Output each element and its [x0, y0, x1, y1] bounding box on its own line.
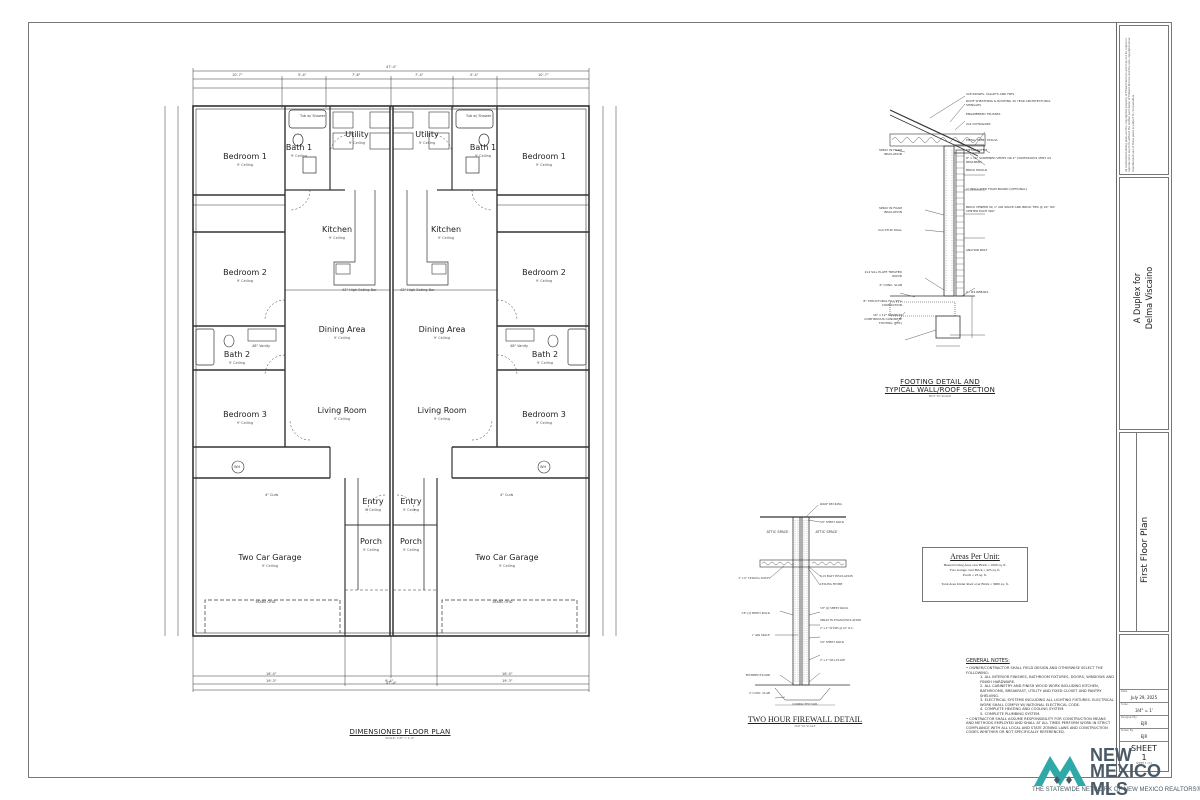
firewall-labels-left: 2" x 6" CEILING JOISTS 5/8" (2) SHEET RO…	[738, 576, 770, 695]
firewall-detail-title: TWO HOUR FIREWALL DETAIL NOT TO SCALE	[747, 715, 863, 728]
water-heater-label: WH	[540, 465, 547, 469]
title-block	[1116, 22, 1172, 778]
designed-by: EJR	[1140, 721, 1148, 726]
project-title-line1: A Duplex for	[1133, 272, 1143, 324]
footing-detail-title: FOOTING DETAIL AND TYPICAL WALL/ROOF SEC…	[884, 378, 996, 398]
sheet-scale: 3/4" = 1'	[1135, 708, 1153, 713]
top-dim: 10'-7"	[538, 73, 549, 77]
project-title-box: A Duplex for Delma Viscaino	[1119, 177, 1169, 430]
sheet-of: SHEET 1 of 5	[1135, 762, 1153, 765]
bottom-dim: 16'-0"	[266, 672, 277, 676]
vanity-label: 48" Vanity	[510, 344, 529, 348]
attic-space-right: ATTIC SPACE	[815, 530, 838, 534]
bottom-sub-dim: 19'-3"	[266, 679, 277, 683]
vanity-label: 48" Vanity	[252, 344, 271, 348]
eating-bar-label: 42" High Eating Bar	[400, 288, 435, 292]
overall-width-dim: 47'-4"	[386, 65, 397, 69]
top-dim: 5'-4"	[470, 73, 479, 77]
water-heater-label: WH	[234, 465, 241, 469]
general-notes-title: GENERAL NOTES:	[966, 658, 1010, 664]
eating-bar-label: 42" High Eating Bar	[342, 288, 377, 292]
sheet-info-box: Date: July 29, 2025 Scale: 3/4" = 1' Des…	[1119, 634, 1169, 772]
mls-mountain-logo-icon	[1034, 756, 1086, 786]
top-dim: 7'-4"	[415, 73, 424, 77]
top-dim: 5'-4"	[298, 73, 307, 77]
bottom-dim: 16'-0"	[502, 672, 513, 676]
areas-title: Areas Per Unit:	[950, 552, 1000, 561]
top-dim: 7'-8"	[352, 73, 361, 77]
garage-door-label: 16X80 OHD	[255, 600, 276, 604]
general-notes: GENERAL NOTES: • OWNER/CONTRACTOR SHALL …	[966, 658, 1115, 735]
top-dim: 10'-7"	[232, 73, 243, 77]
drawn-by: EJR	[1140, 734, 1148, 739]
areas-per-unit-box: Areas Per Unit: Heated Living Area over …	[922, 547, 1028, 602]
floor-plan-title: DIMENSIONED FLOOR PLAN SCALE: 1/8" = 1'-…	[349, 728, 451, 740]
bottom-sub-dim: 9'-4"	[385, 679, 394, 683]
copyright-box: All residential building plans are the c…	[1119, 25, 1169, 175]
overall-width-dim-bottom: 47'-4"	[386, 681, 397, 685]
garage-door-label: 16X80 OHD	[492, 600, 513, 604]
attic-space-left: ATTIC SPACE	[766, 530, 789, 534]
curb-label: 4" Curb	[500, 493, 514, 497]
bottom-sub-dim: 19'-3"	[502, 679, 513, 683]
tub-label: Tub w/ Shower	[300, 114, 326, 118]
project-title-line2: Delma Viscaino	[1145, 266, 1155, 330]
compacted-soil-label: COMPACTED SOIL	[792, 702, 818, 706]
tub-label: Tub w/ Shower	[466, 114, 492, 118]
drawing-title: First Floor Plan	[1140, 516, 1150, 583]
curb-label: 4" Curb	[265, 493, 279, 497]
footing-labels-left: SPRAY IN FOAM INSULATION SPRAY IN FOAM I…	[863, 148, 902, 325]
drawing-title-box: First Floor Plan	[1119, 432, 1169, 632]
sheet-number: 1	[1141, 753, 1147, 762]
firewall-labels-right: ROOF DECKING 5/8" SHEET ROCK R-19 BATT I…	[820, 502, 862, 662]
footing-labels-right: 2x8 RIDGES, VALLEYS AND HIPS ROOF SHEATH…	[966, 92, 1055, 294]
sheet-border	[28, 22, 1172, 778]
sheet-date: July 29, 2025	[1130, 695, 1158, 700]
sheet-label: SHEET	[1130, 744, 1158, 753]
new-mexico-mls-watermark: NEW MEXICO MLS THE STATEWIDE NETWORK OF …	[1032, 745, 1200, 799]
